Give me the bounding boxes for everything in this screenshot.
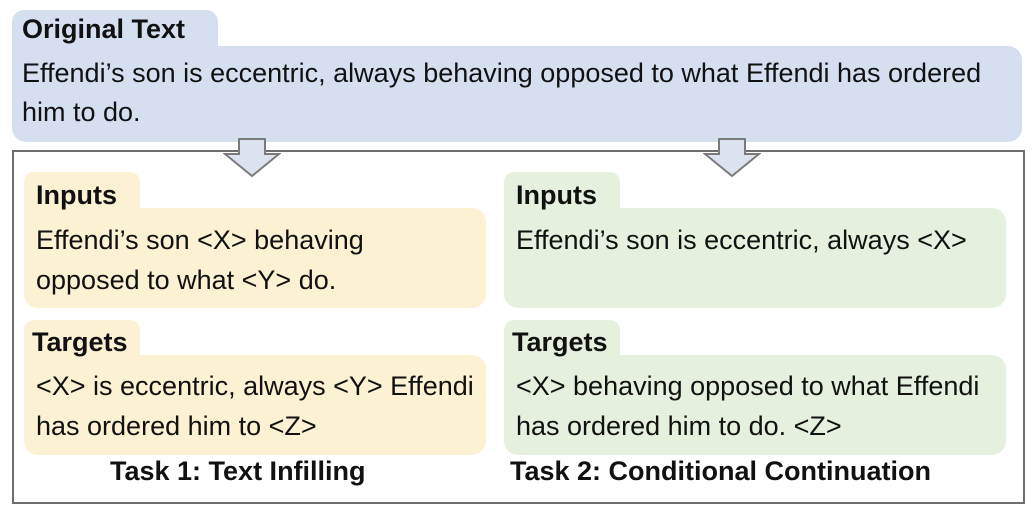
task2-targets-text: <X> behaving opposed to what Effendi has… [516,371,980,441]
original-text-box [12,46,1022,142]
task2-inputs-label: Inputs [516,180,597,210]
original-text-title: Original Text [22,14,186,44]
down-arrow-icon-left [223,138,281,178]
task2-inputs-tab [504,172,620,212]
down-arrow-icon-right [703,138,761,178]
task2-targets-label: Targets [512,327,608,357]
task1-inputs-box [24,208,486,308]
task1-targets-tab [24,320,140,360]
original-text-content: Effendi’s son is eccentric, always behav… [22,58,982,127]
task2-targets-box [504,355,1006,455]
task1-inputs-text: Effendi’s son <X> behaving opposed to wh… [36,225,364,295]
task1-targets-label: Targets [32,327,128,357]
task2-targets-tab [504,320,620,360]
task1-caption: Task 1: Text Infilling [110,456,366,486]
task2-caption: Task 2: Conditional Continuation [510,456,931,486]
task1-inputs-tab [24,172,140,212]
task2-inputs-box [504,208,1006,308]
task2-inputs-text: Effendi’s son is eccentric, always <X> [516,225,967,255]
task1-targets-box [24,355,486,455]
task1-targets-text: <X> is eccentric, always <Y> Effendi has… [36,371,474,441]
task1-inputs-label: Inputs [36,180,117,210]
